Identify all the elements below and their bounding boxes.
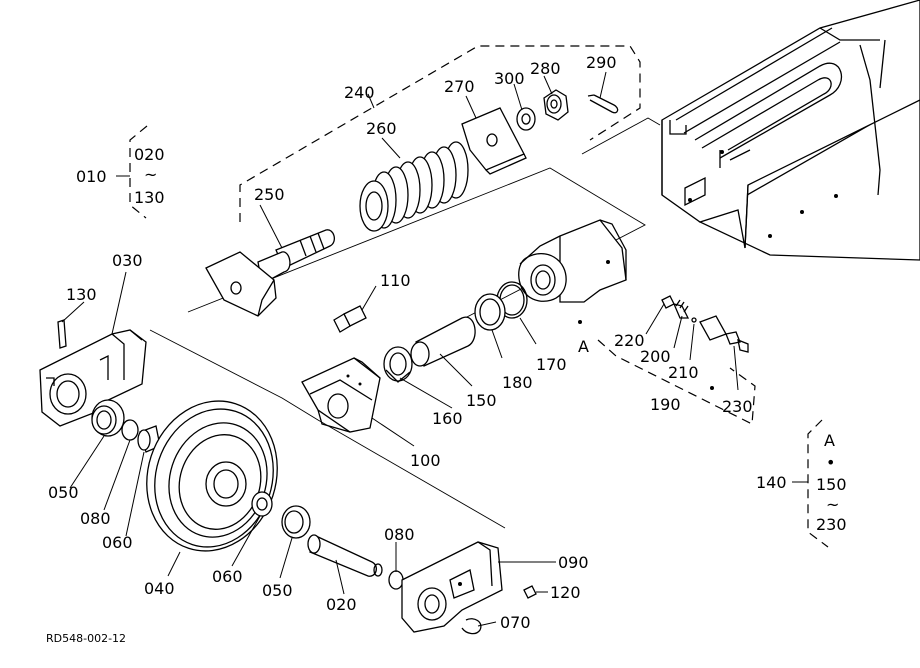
nut-280 bbox=[543, 89, 569, 121]
pin-130 bbox=[57, 319, 67, 349]
plane-outline-frame bbox=[581, 117, 661, 155]
label-100: 100 bbox=[410, 451, 441, 470]
label-030: 030 bbox=[112, 251, 143, 270]
label-270: 270 bbox=[444, 77, 475, 96]
label-040: 040 bbox=[144, 579, 175, 598]
bushing-060-right bbox=[251, 491, 273, 517]
label-090: 090 bbox=[558, 553, 589, 572]
label-140-230: 230 bbox=[816, 515, 847, 534]
shaft-020 bbox=[307, 534, 383, 577]
label-200: 200 bbox=[640, 347, 671, 366]
label-060-left: 060 bbox=[102, 533, 133, 552]
group-010-bracket bbox=[129, 125, 148, 219]
label-190: 190 bbox=[650, 395, 681, 414]
grease-fitting-190 bbox=[661, 295, 749, 390]
label-160: 160 bbox=[432, 409, 463, 428]
label-250: 250 bbox=[254, 185, 285, 204]
group-190-outline bbox=[597, 339, 756, 425]
idler-wheel-040 bbox=[146, 400, 278, 552]
sleeve-150 bbox=[410, 316, 476, 367]
bracket-100 bbox=[301, 357, 381, 433]
label-060-mid: 060 bbox=[212, 567, 243, 586]
label-300: 300 bbox=[494, 69, 525, 88]
label-140: 140 bbox=[756, 473, 787, 492]
pin-290 bbox=[587, 94, 619, 114]
label-280: 280 bbox=[530, 59, 561, 78]
label-080-right: 080 bbox=[384, 525, 415, 544]
label-050-left: 050 bbox=[48, 483, 79, 502]
label-220: 220 bbox=[614, 331, 645, 350]
housing-a bbox=[518, 219, 627, 324]
clip-070 bbox=[461, 618, 482, 635]
drawing-code: RD548-002-12 bbox=[46, 632, 126, 645]
label-230: 230 bbox=[722, 397, 753, 416]
label-130-range-end: 130 bbox=[134, 188, 165, 207]
bolt-110 bbox=[333, 305, 367, 333]
label-020: 020 bbox=[326, 595, 357, 614]
label-140-a: A bbox=[824, 431, 835, 450]
washer-300 bbox=[516, 107, 536, 131]
label-140-tilde: ~ bbox=[826, 495, 839, 514]
label-070: 070 bbox=[500, 613, 531, 632]
group-240-outline bbox=[239, 45, 641, 222]
seal-050-left bbox=[91, 399, 125, 437]
label-180: 180 bbox=[502, 373, 533, 392]
ring-180 bbox=[474, 293, 506, 331]
label-140-150: 150 bbox=[816, 475, 847, 494]
bolt-120 bbox=[523, 585, 537, 599]
track-frame bbox=[661, 0, 920, 261]
spring-260 bbox=[359, 141, 469, 232]
label-140-dot: • bbox=[826, 453, 835, 472]
label-020-range-start: 020 bbox=[134, 145, 165, 164]
label-130: 130 bbox=[66, 285, 97, 304]
block-030 bbox=[39, 329, 147, 427]
label-170: 170 bbox=[536, 355, 567, 374]
label-010-tilde: ~ bbox=[144, 165, 157, 184]
seal-050-right bbox=[281, 505, 311, 539]
collar-160 bbox=[383, 346, 413, 383]
label-240: 240 bbox=[344, 83, 375, 102]
label-290: 290 bbox=[586, 53, 617, 72]
label-260: 260 bbox=[366, 119, 397, 138]
rod-250 bbox=[205, 229, 336, 317]
oring-080-right bbox=[388, 570, 404, 590]
oring-080-left bbox=[121, 419, 139, 441]
leader-lines bbox=[61, 71, 808, 627]
label-110: 110 bbox=[380, 271, 411, 290]
label-010: 010 bbox=[76, 167, 107, 186]
block-090 bbox=[401, 541, 503, 633]
label-210: 210 bbox=[668, 363, 699, 382]
plate-270 bbox=[461, 107, 527, 175]
group-140-bracket bbox=[807, 419, 829, 548]
label-150: 150 bbox=[466, 391, 497, 410]
label-080-left: 080 bbox=[80, 509, 111, 528]
label-050-mid: 050 bbox=[262, 581, 293, 600]
label-120: 120 bbox=[550, 583, 581, 602]
label-a: A bbox=[578, 337, 589, 356]
plane-outline-lower bbox=[149, 329, 506, 529]
